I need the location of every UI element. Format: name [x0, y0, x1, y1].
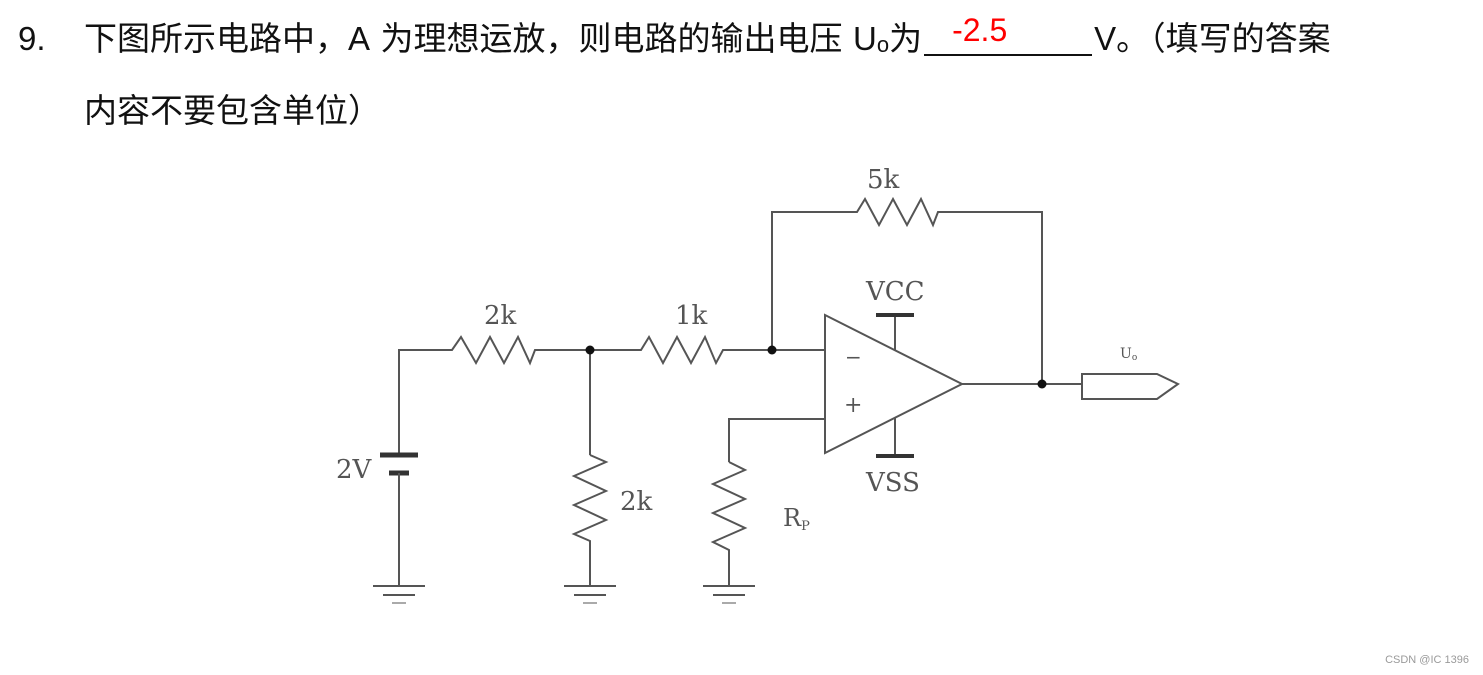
label-noninv-input: +	[844, 393, 862, 418]
ground-icon	[564, 585, 616, 604]
wire-noninv	[728, 418, 825, 462]
junction-dot	[585, 345, 595, 355]
label-2v: 2V	[336, 455, 373, 485]
wire-feedback	[771, 196, 1043, 384]
ground-icon	[703, 585, 755, 604]
label-vcc: VCC	[865, 277, 925, 307]
label-uo-main: U	[1120, 346, 1132, 362]
label-uo-sub: o	[1132, 353, 1137, 363]
answer-value: -2.5	[952, 12, 1008, 48]
question-line-1: 9. 下图所示电路中，A 为理想运放，则电路的输出电压 Uo为 -2.5 V。（填写的…	[18, 14, 1331, 58]
resistor-1k-input	[636, 334, 825, 366]
resistor-rp	[710, 461, 748, 586]
label-vss: VSS	[865, 468, 920, 498]
resistor-2k-shunt	[571, 454, 609, 586]
junction-dot	[767, 345, 777, 355]
question-text-3: 为	[889, 19, 923, 58]
junction-dot	[1037, 379, 1047, 389]
question-number: 9.	[18, 20, 46, 57]
question-text-4: 。（填写的答案	[1116, 19, 1331, 58]
output-port-icon	[1081, 373, 1180, 400]
label-r-input: 1k	[675, 301, 708, 331]
opamp-name: A	[348, 20, 371, 57]
label-rp-main: R	[783, 504, 802, 532]
label-r-feedback: 5k	[867, 165, 900, 195]
answer-blank[interactable]: -2.5	[924, 14, 1093, 56]
output-symbol: U	[853, 20, 877, 57]
label-inv-input: −	[845, 345, 862, 369]
question-text-1: 下图所示电路中，	[84, 19, 348, 58]
output-subscript: o	[876, 32, 890, 57]
label-r-series: 2k	[484, 301, 517, 331]
opamp-triangle	[824, 313, 965, 455]
label-uo: Uo	[1120, 346, 1137, 363]
label-r-shunt: 2k	[620, 487, 653, 517]
wire-source-top	[398, 349, 445, 453]
label-rp: RP	[783, 504, 810, 534]
ground-icon	[373, 585, 425, 604]
label-rp-sub: P	[801, 519, 810, 534]
question-line-2: 内容不要包含单位）	[84, 91, 381, 130]
question-text-2: 为理想运放，则电路的输出电压	[370, 19, 853, 58]
unit-label: V	[1094, 20, 1117, 57]
resistor-2k-series	[445, 334, 545, 366]
watermark: CSDN @IC 1396	[1385, 654, 1469, 666]
